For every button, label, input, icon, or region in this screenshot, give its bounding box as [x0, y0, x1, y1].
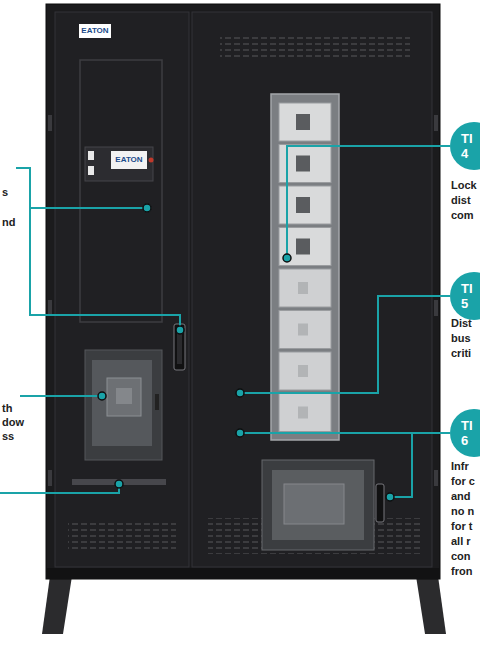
leader-dots-part: [143, 204, 151, 212]
leader-lines-part: [394, 433, 412, 497]
cabinet-body-part: [434, 300, 438, 316]
lower-right-window-part: [262, 460, 374, 550]
door-handle: [174, 324, 185, 370]
cabinet-body-part: [48, 470, 52, 486]
cabinet-body-part: [46, 568, 440, 579]
label-box: Dist bus criti: [451, 316, 479, 361]
callout-number: 4: [461, 146, 480, 161]
leader-dots-part: [283, 254, 291, 262]
leader-lines-part: [30, 207, 143, 209]
leader-lines: [0, 146, 450, 497]
cabinet-body-part: [192, 12, 432, 567]
leader-dots-part: [236, 429, 244, 437]
leader-dots-part: [176, 326, 184, 334]
label-box: EATON: [111, 151, 147, 169]
logo-plate: [79, 24, 111, 38]
leader-dots-part: [236, 389, 244, 397]
callout-text: s nd: [2, 177, 15, 237]
label-box: th dow ss: [2, 401, 24, 443]
leader-lines-part: [20, 395, 98, 397]
distribution-panel-part: [296, 156, 310, 172]
cabinet-feet-part: [416, 576, 446, 634]
callout-badge: TI5: [450, 272, 480, 320]
distribution-panel-part: [298, 365, 308, 377]
brand-logo: EATON: [111, 151, 147, 169]
vent-louvers: [68, 36, 422, 554]
main-breaker-panel-part: [88, 151, 94, 160]
label-box: Infr for c and no n for t all r con fron: [451, 459, 479, 579]
lower-right-window-part: [284, 484, 344, 524]
leader-lines-part: [244, 432, 450, 434]
main-breaker-panel-part: [85, 147, 153, 181]
main-breaker-panel-part: [88, 166, 94, 175]
callout-text: Lock dist com: [451, 178, 479, 223]
cabinet-feet: [42, 576, 446, 634]
main-breaker-panel: [80, 60, 162, 322]
leader-dots-part: [98, 392, 106, 400]
callout-text: th dow ss: [2, 401, 24, 443]
callout-badge: TI6: [450, 409, 480, 457]
callout-text: Infr for c and no n for t all r con fron: [451, 459, 479, 579]
label-box: EATON: [79, 24, 111, 38]
brand-logo: EATON: [79, 24, 111, 38]
distribution-panel-part: [279, 269, 331, 307]
lower-left-window-part: [116, 388, 132, 404]
callout-number: 5: [461, 296, 480, 311]
distribution-panel-part: [298, 407, 308, 419]
distribution-panel-part: [279, 352, 331, 390]
distribution-panel-part: [279, 394, 331, 432]
callout-number: TI: [461, 281, 480, 296]
cabinet-body-part: [48, 300, 52, 316]
lower-left-window: [85, 350, 162, 460]
vent-louvers-part: [68, 522, 176, 552]
main-breaker-panel-part: [80, 60, 162, 322]
main-breaker-panel-part: [143, 204, 151, 212]
distribution-panel-part: [296, 239, 310, 255]
leader-lines-part: [0, 488, 119, 493]
distribution-panel-part: [298, 282, 308, 294]
callout-number: 6: [461, 433, 480, 448]
distribution-panel-part: [279, 103, 331, 141]
leader-lines-part: [287, 146, 450, 256]
leader-dots-part: [386, 493, 394, 501]
leader-dots: [98, 204, 394, 501]
distribution-panel-part: [279, 311, 331, 349]
cabinet-feet-part: [42, 576, 72, 634]
lower-right-window-part: [376, 484, 384, 522]
callout-number: TI: [461, 418, 480, 433]
lower-left-window-part: [155, 394, 159, 410]
cabinet-body-part: [55, 12, 189, 567]
lower-left-window-part: [92, 360, 152, 446]
cabinet-body-part: [434, 470, 438, 486]
leader-lines-part: [16, 168, 180, 326]
cabinet-body-part: [434, 115, 438, 131]
door-handle-part: [174, 324, 185, 370]
leader-dots-part: [115, 480, 123, 488]
lower-right-window: [262, 460, 384, 550]
distribution-panel-part: [296, 197, 310, 213]
door-handle-part: [177, 330, 182, 364]
callout-badge: TI4: [450, 122, 480, 170]
main-breaker-panel-part: [149, 158, 154, 163]
distribution-panel-part: [296, 114, 310, 130]
logo-plate-part: [79, 24, 111, 38]
leader-lines-part: [244, 296, 450, 393]
label-box: Lock dist com: [451, 178, 479, 223]
callout-text: Dist bus criti: [451, 316, 479, 361]
callout-number: TI: [461, 131, 480, 146]
label-box: s nd: [2, 177, 15, 237]
vent-louvers-part: [220, 36, 410, 58]
lower-left-window-part: [107, 378, 141, 416]
cabinet-body-part: [48, 115, 52, 131]
lower-right-window-part: [272, 470, 364, 540]
main-breaker-panel-part: [111, 151, 147, 169]
distribution-panel-part: [298, 324, 308, 336]
lower-left-window-part: [85, 350, 162, 460]
